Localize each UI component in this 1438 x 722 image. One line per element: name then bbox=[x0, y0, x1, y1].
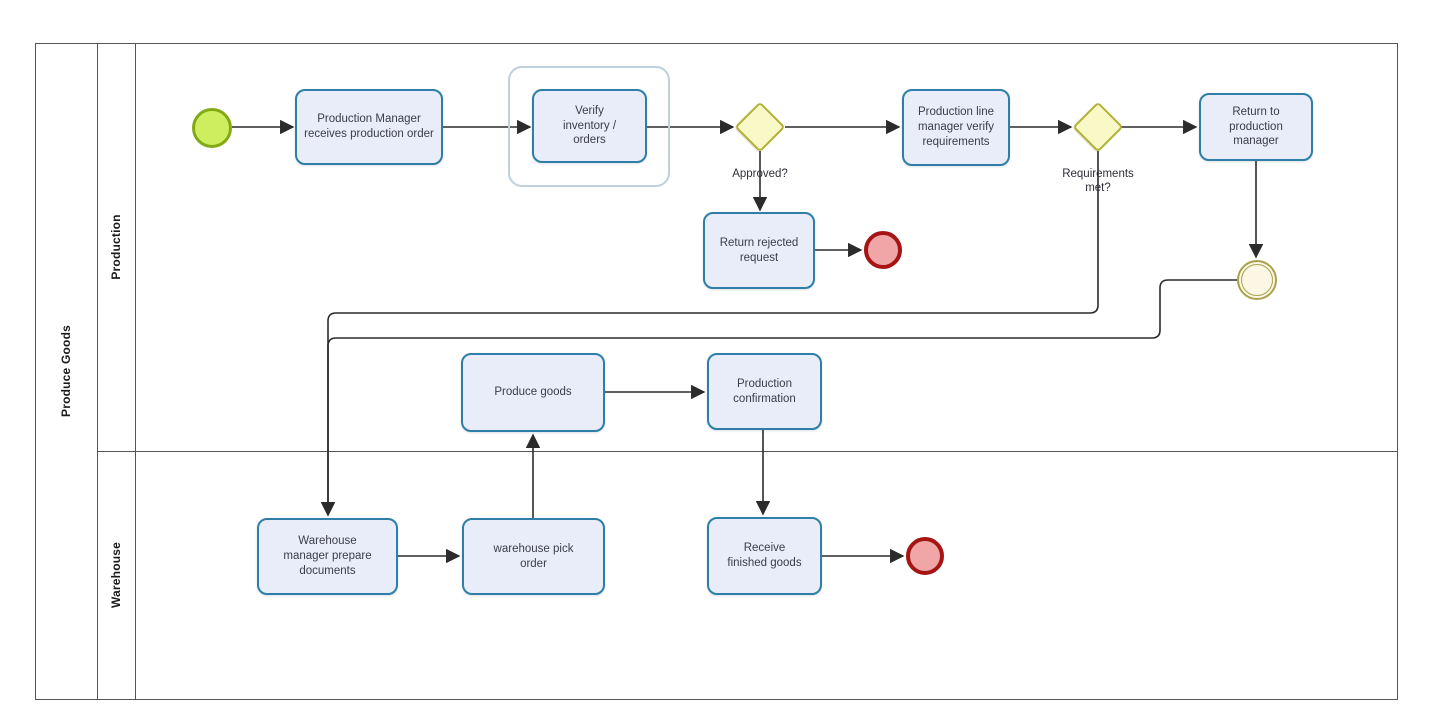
lane-label-production: Production bbox=[109, 214, 123, 280]
task-verify-inventory-orders[interactable]: Verify inventory / orders bbox=[532, 89, 647, 163]
flow-requirements-to-warehouse-prepare bbox=[320, 151, 1099, 517]
task-return-to-production-manager[interactable]: Return to production manager bbox=[1199, 93, 1313, 161]
start-event[interactable] bbox=[192, 108, 232, 148]
task-production-confirmation[interactable]: Production confirmation bbox=[707, 353, 822, 430]
pool-title: Produce Goods bbox=[59, 325, 73, 417]
task-produce-goods[interactable]: Produce goods bbox=[461, 353, 605, 432]
lane-label-divider bbox=[135, 43, 136, 700]
task-line-manager-verify-requirements[interactable]: Production line manager verify requireme… bbox=[902, 89, 1010, 166]
group-verify-inventory[interactable] bbox=[508, 66, 670, 187]
end-event-rejected[interactable] bbox=[864, 231, 902, 269]
flow-intermediate-to-warehouse-prepare bbox=[320, 279, 1237, 517]
lane-divider bbox=[97, 451, 1398, 452]
pool-title-divider bbox=[97, 43, 98, 700]
task-warehouse-pick-order[interactable]: warehouse pick order bbox=[462, 518, 605, 595]
lane-label-warehouse: Warehouse bbox=[109, 541, 123, 609]
pool-produce-goods bbox=[35, 43, 1398, 700]
intermediate-event-inner-ring bbox=[1241, 264, 1273, 296]
task-receive-production-order[interactable]: Production Manager receives production o… bbox=[295, 89, 443, 165]
end-event-finished[interactable] bbox=[906, 537, 944, 575]
gateway-requirements-met-label: Requirements met? bbox=[1062, 168, 1134, 194]
task-receive-finished-goods[interactable]: Receive finished goods bbox=[707, 517, 822, 595]
task-return-rejected-request[interactable]: Return rejected request bbox=[703, 212, 815, 289]
gateway-approved-label: Approved? bbox=[732, 168, 788, 180]
task-warehouse-manager-prepare-documents[interactable]: Warehouse manager prepare documents bbox=[257, 518, 398, 595]
intermediate-event[interactable] bbox=[1237, 260, 1277, 300]
